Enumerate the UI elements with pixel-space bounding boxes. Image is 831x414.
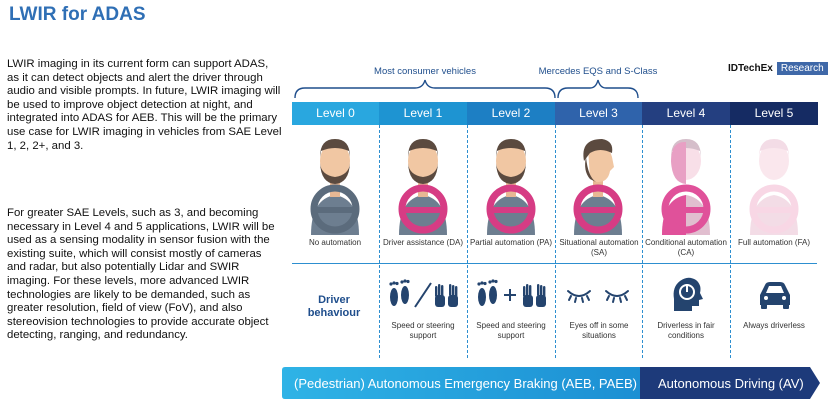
level-2-header: Level 2 [467, 102, 555, 125]
level-0-label: Level 0 [316, 106, 355, 120]
level-4-header: Level 4 [642, 102, 730, 125]
behaviour-level-2-caption: Speed and steering support [476, 321, 546, 340]
level-1-header: Level 1 [379, 102, 467, 125]
section-divider [292, 263, 817, 264]
level-5-label: Level 5 [754, 106, 794, 120]
level-0-header: Level 0 [292, 102, 379, 125]
driver-level-1-icon [398, 139, 448, 235]
driver-level-0-icon [310, 139, 360, 235]
aeb-bar [282, 367, 640, 399]
level-3-label: Level 3 [579, 106, 618, 120]
intro-paragraph: LWIR imaging in its current form can sup… [7, 58, 282, 152]
page-title: LWIR for ADAS [9, 4, 146, 25]
behaviour-level-3-caption: Eyes off in some situations [569, 321, 629, 340]
av-label: Autonomous Driving (AV) [658, 376, 804, 391]
column-divider [730, 125, 731, 358]
driver-level-3-icon [573, 139, 623, 235]
level-3-caption: Situational automation (SA) [559, 238, 639, 257]
feet-and-hands-icon [477, 279, 546, 307]
av-bar [640, 367, 820, 399]
brace-label-consumer: Most consumer vehicles [374, 66, 476, 77]
idtechex-logo: IDTechEx Research [724, 62, 828, 75]
driver-level-2-icon [486, 139, 536, 235]
level-4-caption: Conditional automation (CA) [645, 238, 727, 257]
level-2-caption: Partial automation (PA) [469, 238, 553, 247]
eyes-closed-icon [567, 290, 629, 303]
second-paragraph: For greater SAE Levels, such as 3, and b… [7, 207, 275, 342]
column-divider [642, 125, 643, 358]
logo-name: IDTechEx [728, 63, 773, 74]
column-divider [379, 125, 380, 358]
driver-behaviour-heading: Driver behaviour [307, 294, 361, 319]
brace-label-mercedes: Mercedes EQS and S-Class [538, 66, 658, 77]
column-divider [555, 125, 556, 358]
brace-graphics [294, 79, 639, 99]
driver-level-4-icon [661, 139, 711, 235]
level-5-caption: Full automation (FA) [737, 238, 811, 247]
behaviour-level-4-caption: Driverless in fair conditions [657, 321, 715, 340]
level-3-header: Level 3 [555, 102, 642, 125]
aeb-label: (Pedestrian) Autonomous Emergency Brakin… [294, 376, 637, 391]
level-2-label: Level 2 [491, 106, 531, 120]
feet-or-hands-icon [389, 279, 458, 308]
logo-tag: Research [776, 62, 828, 75]
behaviour-level-5-caption: Always driverless [743, 321, 805, 330]
column-divider [467, 125, 468, 358]
level-5-header: Level 5 [730, 102, 818, 125]
level-1-label: Level 1 [403, 106, 443, 120]
behaviour-level-1-caption: Speed or steering support [391, 321, 455, 340]
driver-level-5-icon [749, 139, 799, 235]
level-0-caption: No automation [308, 238, 362, 247]
level-1-caption: Driver assistance (DA) [382, 238, 463, 247]
autonomous-head-icon [673, 277, 703, 311]
level-4-label: Level 4 [666, 106, 706, 120]
car-icon [760, 282, 790, 309]
